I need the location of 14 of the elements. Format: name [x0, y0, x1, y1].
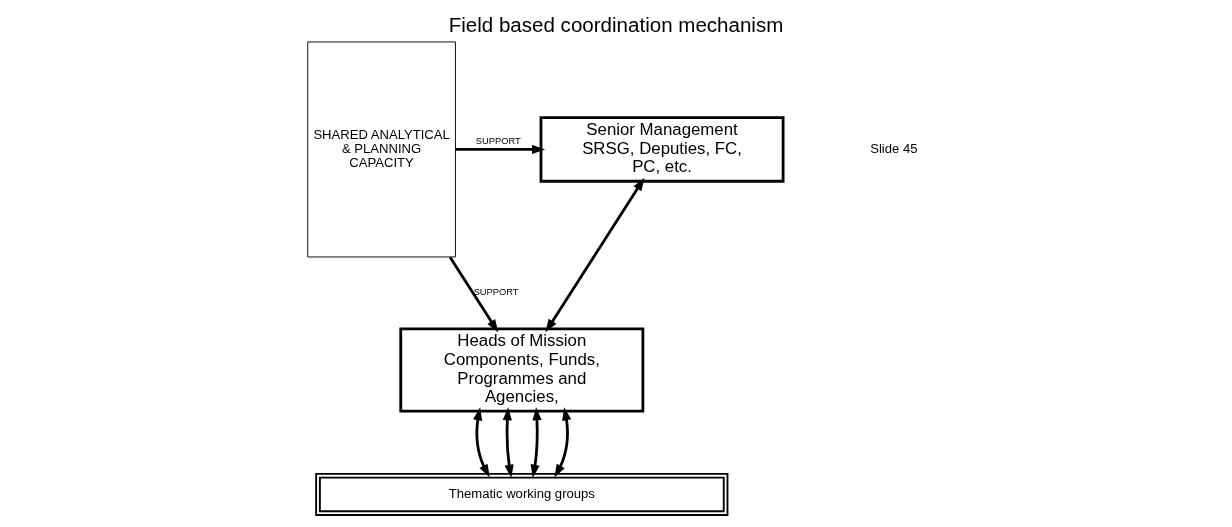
arrow: [545, 177, 645, 333]
node-box: Senior Management SRSG, Deputies, FC, PC, etc.: [539, 116, 785, 183]
arrow: [554, 407, 572, 478]
diagram-title: Field based coordination mechanism: [448, 13, 784, 37]
edge-label: SUPPORT: [475, 135, 521, 146]
arrow: [448, 256, 499, 333]
arrow: [530, 407, 542, 478]
label: Slide 45: [870, 140, 918, 156]
node-box: Heads of Mission Components, Funds, Programmes and Agencies,: [399, 327, 645, 413]
node-box: SHARED ANALYTICAL & PLANNING CAPACITY: [307, 41, 456, 258]
arrow: [455, 144, 546, 155]
arrow: [502, 407, 514, 478]
edge-label: SUPPORT: [473, 287, 519, 298]
arrow: [473, 407, 490, 478]
